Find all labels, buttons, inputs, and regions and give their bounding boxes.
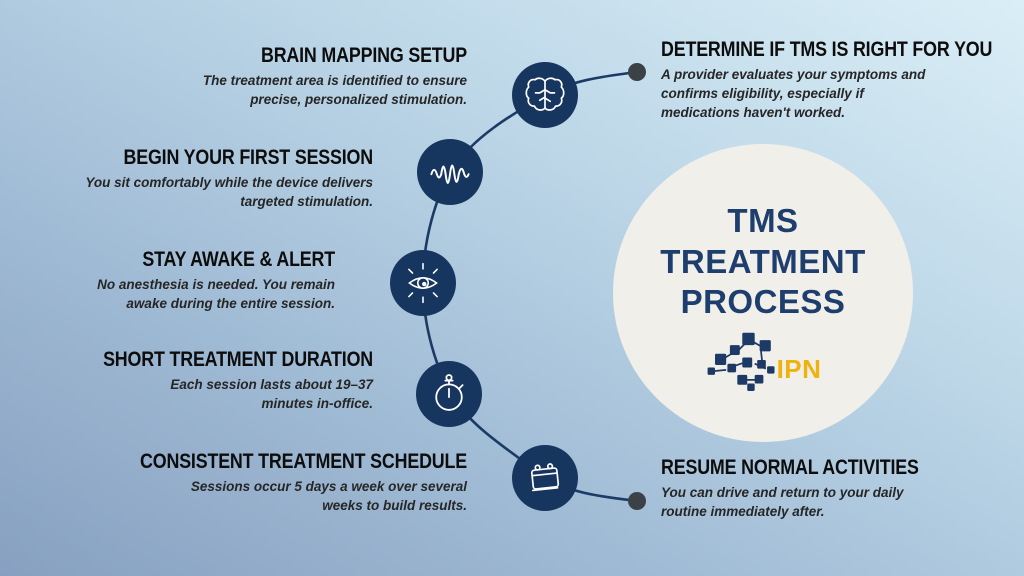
step-title: BEGIN YOUR FIRST SESSION: [123, 146, 373, 169]
stopwatch-icon: [435, 374, 464, 411]
step-title: BRAIN MAPPING SETUP: [260, 44, 467, 67]
step-description: Each session lasts about 19–37 minutes i…: [170, 377, 373, 412]
calendar-node: [512, 445, 578, 511]
step-title: CONSISTENT TREATMENT SCHEDULE: [140, 450, 468, 473]
step-description: No anesthesia is needed. You remain awak…: [97, 277, 335, 312]
ipn-logo: IPN: [705, 329, 822, 392]
brain-icon: [525, 77, 565, 111]
timeline-start-dot: [628, 63, 646, 81]
brain-network-icon: [707, 333, 775, 392]
step-consistent-schedule: CONSISTENT TREATMENT SCHEDULE Sessions o…: [67, 450, 467, 515]
waveform-node: [417, 139, 483, 205]
brain-node: [512, 62, 578, 128]
step-first-session: BEGIN YOUR FIRST SESSION You sit comfort…: [33, 146, 373, 211]
step-stay-awake: STAY AWAKE & ALERT No anesthesia is need…: [0, 248, 335, 313]
eye-node: [390, 250, 456, 316]
center-circle: TMS TREATMENT PROCESS: [613, 144, 913, 442]
step-title: SHORT TREATMENT DURATION: [103, 348, 374, 371]
timeline-end-dot: [628, 492, 646, 510]
step-resume-activities: RESUME NORMAL ACTIVITIES You can drive a…: [661, 456, 961, 521]
step-description: You sit comfortably while the device del…: [85, 175, 373, 210]
step-title: RESUME NORMAL ACTIVITIES: [661, 456, 919, 479]
step-description: A provider evaluates your symptoms and c…: [661, 67, 926, 121]
ipn-logo-text: IPN: [776, 354, 822, 385]
waveform-icon: [430, 164, 470, 184]
step-short-duration: SHORT TREATMENT DURATION Each session la…: [33, 348, 373, 413]
step-title: STAY AWAKE & ALERT: [142, 248, 335, 271]
stopwatch-node: [416, 361, 482, 427]
step-description: You can drive and return to your daily r…: [661, 485, 904, 520]
step-description: Sessions occur 5 days a week over severa…: [190, 479, 467, 514]
page-title: TMS TREATMENT PROCESS: [660, 201, 866, 321]
step-brain-mapping: BRAIN MAPPING SETUP The treatment area i…: [127, 44, 467, 109]
step-determine-eligibility: DETERMINE IF TMS IS RIGHT FOR YOU A prov…: [661, 38, 993, 122]
eye-icon: [408, 262, 438, 304]
step-title: DETERMINE IF TMS IS RIGHT FOR YOU: [661, 38, 993, 61]
calendar-icon: [530, 463, 560, 492]
step-description: The treatment area is identified to ensu…: [202, 73, 467, 108]
